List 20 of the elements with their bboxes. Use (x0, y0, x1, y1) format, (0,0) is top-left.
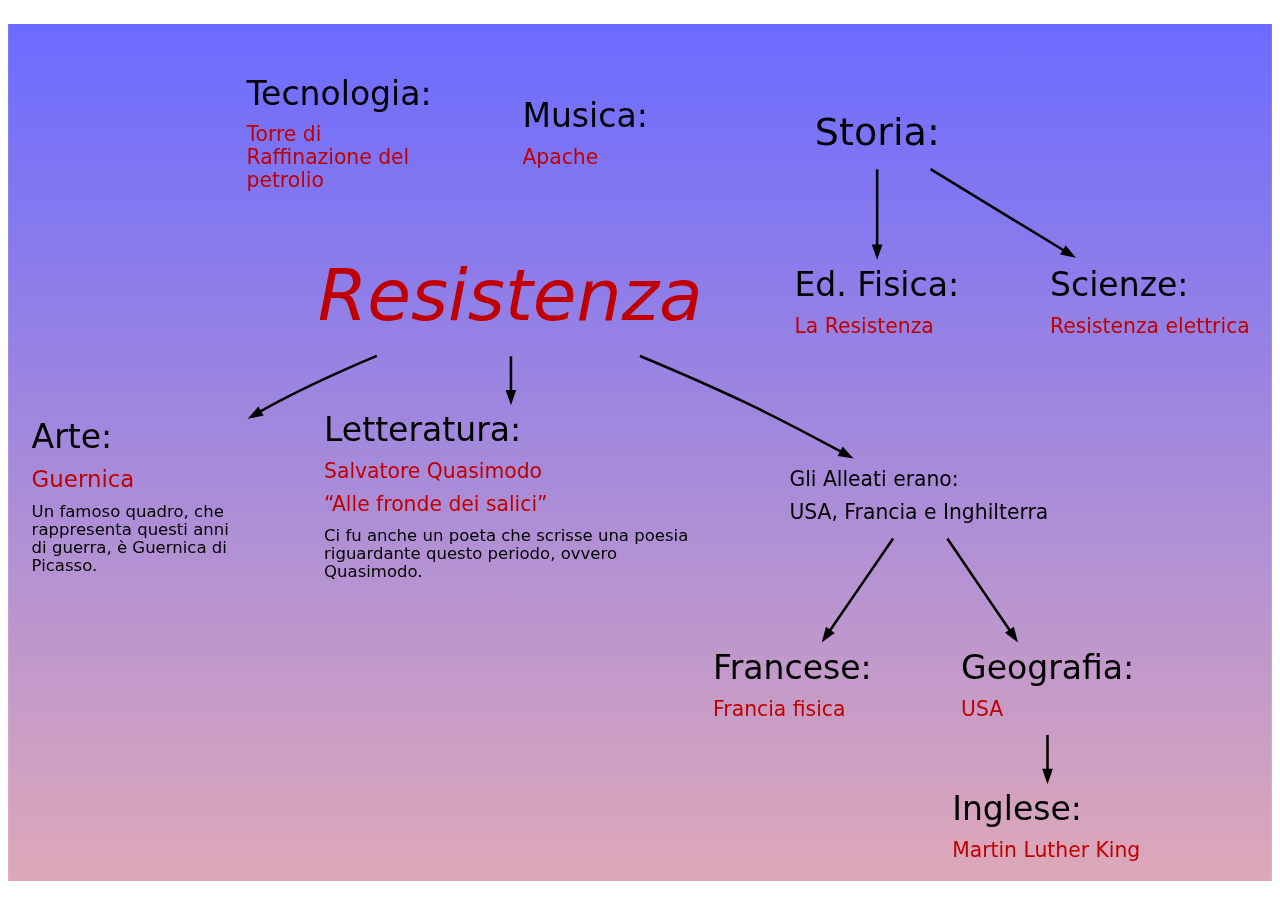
arrow (1042, 734, 1053, 785)
node-text: Arte: Guernica Un famoso quadro, che rappresenta questi anni di guerra, è Guernica di Picasso. (31, 416, 229, 575)
node-text: Musica: Apache (522, 96, 648, 170)
arrow (871, 169, 883, 260)
node-text: Storia: (814, 110, 940, 155)
node-text: Scienze: Resistenza elettrica (1050, 264, 1250, 338)
node-text: Ed. Fisica: La Resistenza (794, 264, 960, 338)
arrow (505, 356, 517, 406)
arrow (929, 168, 1076, 258)
arrow (946, 537, 1019, 643)
arrow (821, 537, 895, 643)
arrow (639, 354, 854, 459)
node-text: Francese: Francia fisica (713, 648, 872, 722)
node-text: Letteratura: Salvatore Quasimodo “Alle fronde dei salici” Ci fu anche un poeta che scrisse una poesia riguardante questo periodo, ovvero Quasimodo. (324, 410, 689, 581)
arrow (247, 354, 378, 419)
node-text: Resistenza (317, 254, 703, 338)
node-text: Gli Alleati erano: USA, Francia e Inghilterra (789, 466, 1049, 525)
node-text: Inglese: Martin Luther King (952, 789, 1141, 863)
node-text: Tecnologia: Torre di Raffinazione del petrolio (246, 73, 432, 193)
node-text: Geografia: USA (961, 648, 1135, 722)
